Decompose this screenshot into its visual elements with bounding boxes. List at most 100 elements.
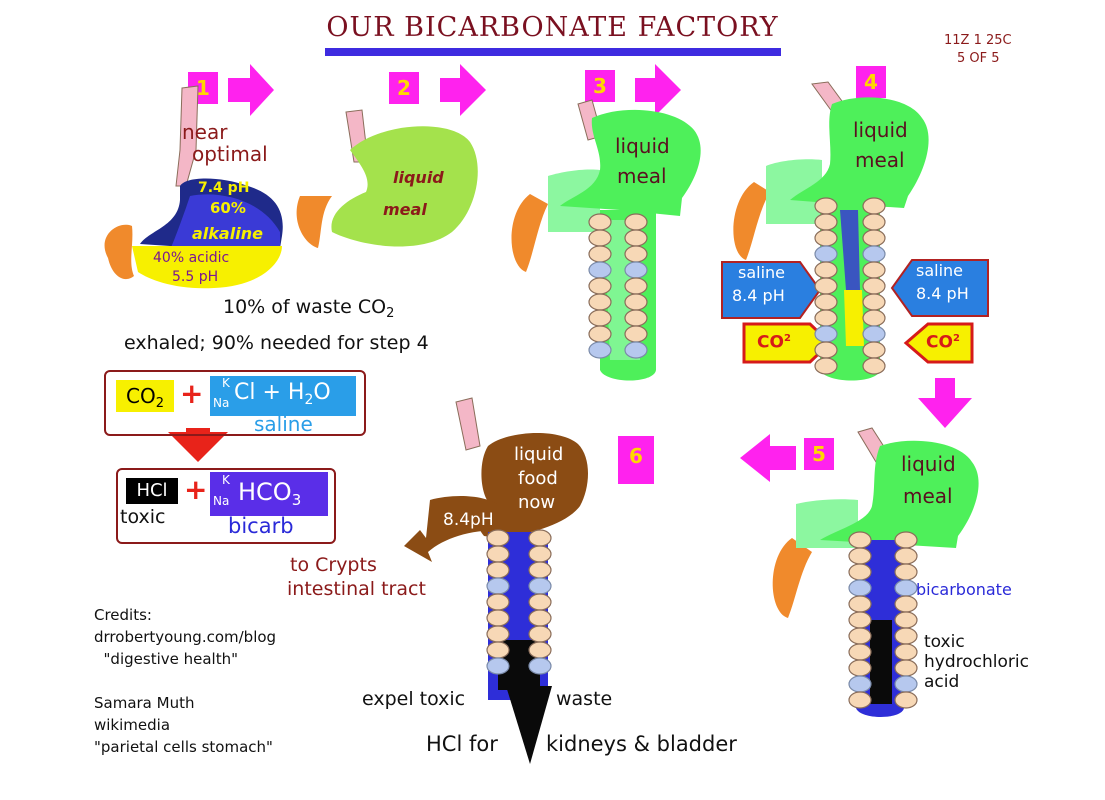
intestine-cell xyxy=(486,609,510,627)
chloride-water: Cl + H2O xyxy=(234,380,331,408)
intestine-cell xyxy=(814,261,838,279)
intestine-cell xyxy=(814,325,838,343)
intestine-cell xyxy=(588,261,612,279)
intestine-cell xyxy=(862,229,886,247)
step2-meal-label: meal xyxy=(383,200,427,219)
step3-meal-label: meal xyxy=(617,164,667,188)
intestine-cell xyxy=(528,657,552,675)
intestine-cell xyxy=(528,609,552,627)
diagram-title: OUR BICARBONATE FACTORY xyxy=(326,12,779,43)
acid-label: acid xyxy=(924,672,960,692)
intestine-cell xyxy=(862,277,886,295)
intestine-cell xyxy=(486,641,510,659)
intestine-cell xyxy=(624,341,648,359)
intestine-cell xyxy=(624,325,648,343)
alkaline-label: alkaline xyxy=(192,224,263,243)
saline-left-ph: 8.4 pH xyxy=(732,286,785,305)
food-label-3: now xyxy=(518,492,556,513)
intestine-cell xyxy=(814,213,838,231)
intestine-cell xyxy=(624,309,648,327)
intestine-cell xyxy=(814,277,838,295)
co2-right-label: CO2 xyxy=(926,332,960,353)
title-underline xyxy=(325,48,781,56)
bicarb-formula xyxy=(210,472,328,516)
intestine-cell xyxy=(894,627,918,645)
credits: Credits: drrobertyoung.com/blog "digesti… xyxy=(94,606,277,756)
saline-arrow-left xyxy=(721,261,822,319)
acidic-percent-label: 40% acidic xyxy=(153,250,230,266)
intestine-cell xyxy=(894,579,918,597)
intestine-cell xyxy=(528,561,552,579)
intestine-cell xyxy=(848,547,872,565)
step-5-badge: 5 xyxy=(804,438,834,470)
intestine-cell xyxy=(588,213,612,231)
intestine-cell xyxy=(814,245,838,263)
intestine-cell xyxy=(848,531,872,549)
intestine-cell xyxy=(528,577,552,595)
ph-label: 8.4pH xyxy=(443,510,494,530)
intestine-cell xyxy=(624,261,648,279)
intestine-cell xyxy=(894,643,918,661)
alkaline-ph-label: 7.4 pH xyxy=(198,180,250,196)
food-label-2: food xyxy=(518,468,558,489)
saline-label: saline xyxy=(254,412,313,436)
page-number: 5 OF 5 xyxy=(957,51,1000,66)
hydrochloric-label: hydrochloric xyxy=(924,652,1029,672)
bicarb-potassium: K xyxy=(222,473,230,487)
intestine-cell xyxy=(848,579,872,597)
bicarb-sodium: Na xyxy=(213,494,230,508)
near-optimal-label-1: near xyxy=(182,120,228,144)
intestine-cell xyxy=(814,357,838,375)
intestine-cell xyxy=(848,611,872,629)
toxic-label-5: toxic xyxy=(924,632,965,652)
intestine-cell xyxy=(486,545,510,563)
bicarbonate-formula: HCO3 xyxy=(238,478,302,509)
sodium-symbol: Na xyxy=(213,396,230,410)
intestine-cell xyxy=(862,325,886,343)
alkaline-percent-label: 60% xyxy=(210,199,246,217)
intestine-cell xyxy=(588,245,612,263)
intestine-cell xyxy=(862,245,886,263)
intestine-cell xyxy=(588,229,612,247)
saline-right-ph: 8.4 pH xyxy=(916,284,969,303)
reactants-box xyxy=(104,370,366,436)
intestine-cell xyxy=(894,611,918,629)
intestine-cell xyxy=(588,277,612,295)
intestine-cell xyxy=(588,325,612,343)
intestine-cell xyxy=(624,229,648,247)
bicarbonate-label: bicarbonate xyxy=(916,580,1012,599)
hcl-for-label: HCl for xyxy=(426,732,498,756)
arrow-right-icon xyxy=(228,64,274,116)
step5-meal-label: meal xyxy=(903,484,953,508)
bicarb-label: bicarb xyxy=(228,514,294,538)
intestine-cell xyxy=(894,675,918,693)
intestine-cell xyxy=(588,309,612,327)
step-3-badge: 3 xyxy=(585,70,615,102)
step3-liquid-label: liquid xyxy=(615,134,670,158)
step-4-badge: 4 xyxy=(856,66,886,98)
food-label-1: liquid xyxy=(514,444,564,465)
intestine-cell xyxy=(486,657,510,675)
saline-right-label: saline xyxy=(916,261,964,280)
saline-left-label: saline xyxy=(738,263,786,282)
intestine-cell xyxy=(862,309,886,327)
intestine-cell xyxy=(894,563,918,581)
saline-formula xyxy=(210,376,356,416)
waste-co2-line-1: 10% of waste CO2 xyxy=(223,296,395,321)
intestine-cell xyxy=(624,213,648,231)
step-2-badge: 2 xyxy=(389,72,419,104)
crypts-label-1: to Crypts xyxy=(290,554,377,576)
intestine-cell xyxy=(894,547,918,565)
intestine-cell xyxy=(862,213,886,231)
intestine-cell xyxy=(814,229,838,247)
plus-sign-1: + xyxy=(180,377,204,410)
intestine-cell xyxy=(862,293,886,311)
intestine-cell xyxy=(848,627,872,645)
reaction-arrow-down xyxy=(168,432,228,462)
intestine-cell xyxy=(486,577,510,595)
co2-left-label: CO2 xyxy=(757,332,791,353)
step-6-badge: 6 xyxy=(618,436,654,484)
intestine-cell xyxy=(848,595,872,613)
intestine-cell xyxy=(624,277,648,295)
